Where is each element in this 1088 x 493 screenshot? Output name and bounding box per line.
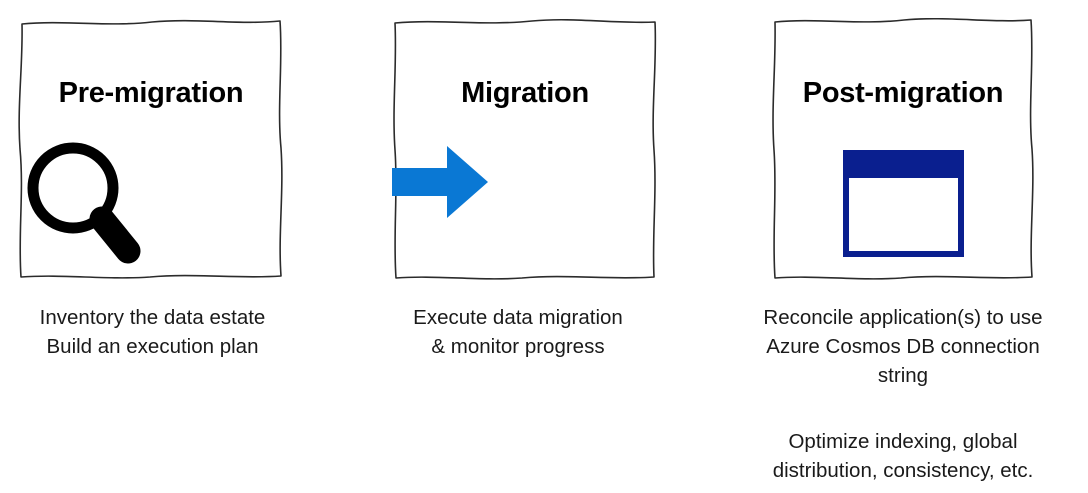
magnifier-icon [27,142,141,264]
phase-caption-migration: Execute data migration & monitor progres… [374,303,662,361]
caption-line: Azure Cosmos DB connection [766,335,1040,358]
phase-caption-post-migration: Reconcile application(s) to use Azure Co… [748,303,1058,390]
caption-line: distribution, consistency, etc. [772,459,1034,482]
phase-title-post-migration: Post-migration [802,77,1004,109]
phase-caption-pre-migration: Inventory the data estate Build an execu… [0,303,305,361]
caption-line: string [877,364,929,387]
icon-slot-migration [392,146,658,266]
phase-title-migration: Migration [461,77,589,109]
sketchy-box-outline-icon [18,18,284,280]
phase-box-migration: Migration [392,18,658,280]
right-arrow-icon [392,146,488,218]
caption-line: Optimize indexing, global [788,430,1018,453]
caption-line: Build an execution plan [46,335,259,358]
caption-line: Reconcile application(s) to use [763,306,1043,329]
phase-secondary-caption-post-migration: Optimize indexing, global distribution, … [748,427,1058,485]
caption-line: Inventory the data estate [39,306,266,329]
sketchy-box-outline-icon [770,18,1036,280]
caption-line: Execute data migration [413,306,623,329]
phase-box-pre-migration: Pre-migration [18,18,284,280]
phase-title-pre-migration: Pre-migration [58,77,244,109]
caption-line: & monitor progress [431,335,605,358]
application-window-icon [842,149,964,257]
icon-slot-post-migration [770,128,1036,278]
icon-slot-pre-migration [18,136,284,276]
phase-box-post-migration: Post-migration [770,18,1036,280]
